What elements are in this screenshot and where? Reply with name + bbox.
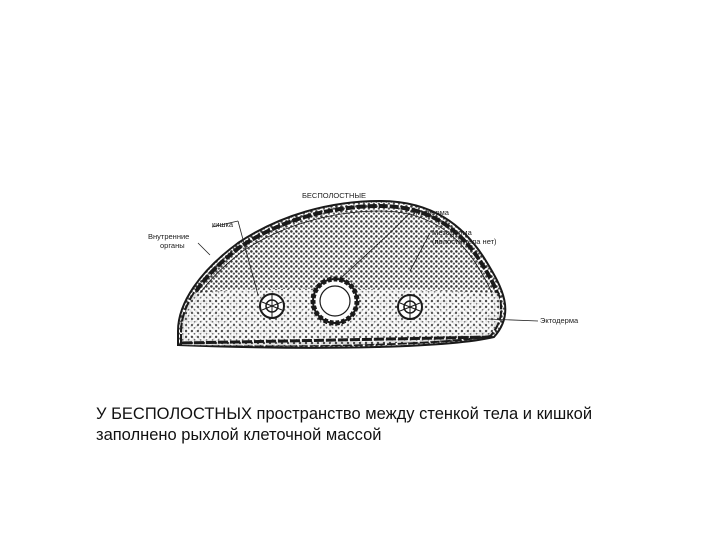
- ectoderm-layer: [180, 203, 503, 347]
- label-mesoderm-line1: Мезодерма: [432, 228, 473, 237]
- caption-line-2: заполнено рыхлой клеточной массой: [96, 426, 382, 444]
- label-ectoderm: Эктодерма: [540, 316, 579, 325]
- label-internal-organs-line2: органы: [160, 241, 185, 250]
- caption-line-1: У БЕСПОЛОСТНЫХ пространство между стенко…: [96, 405, 593, 423]
- diagram-title: БЕСПОЛОСТНЫЕ: [302, 191, 366, 200]
- gut: [310, 276, 360, 326]
- label-mesoderm-line2: (полости тела нет): [432, 237, 497, 246]
- slide-caption: У БЕСПОЛОСТНЫХ пространство между стенко…: [96, 404, 656, 446]
- internal-organ-right: [397, 294, 423, 320]
- internal-organ-left: [259, 293, 285, 319]
- label-endoderm: Энтодерма: [410, 208, 450, 217]
- acoelomate-cross-section-diagram: БЕСПОЛОСТНЫЕ кишка Внутренние органы Энт…: [130, 185, 600, 360]
- label-internal-organs-line1: Внутренние: [148, 232, 189, 241]
- diagram-svg: БЕСПОЛОСТНЫЕ кишка Внутренние органы Энт…: [148, 191, 579, 349]
- label-gut: кишка: [212, 220, 234, 229]
- leader-lines: [197, 212, 539, 322]
